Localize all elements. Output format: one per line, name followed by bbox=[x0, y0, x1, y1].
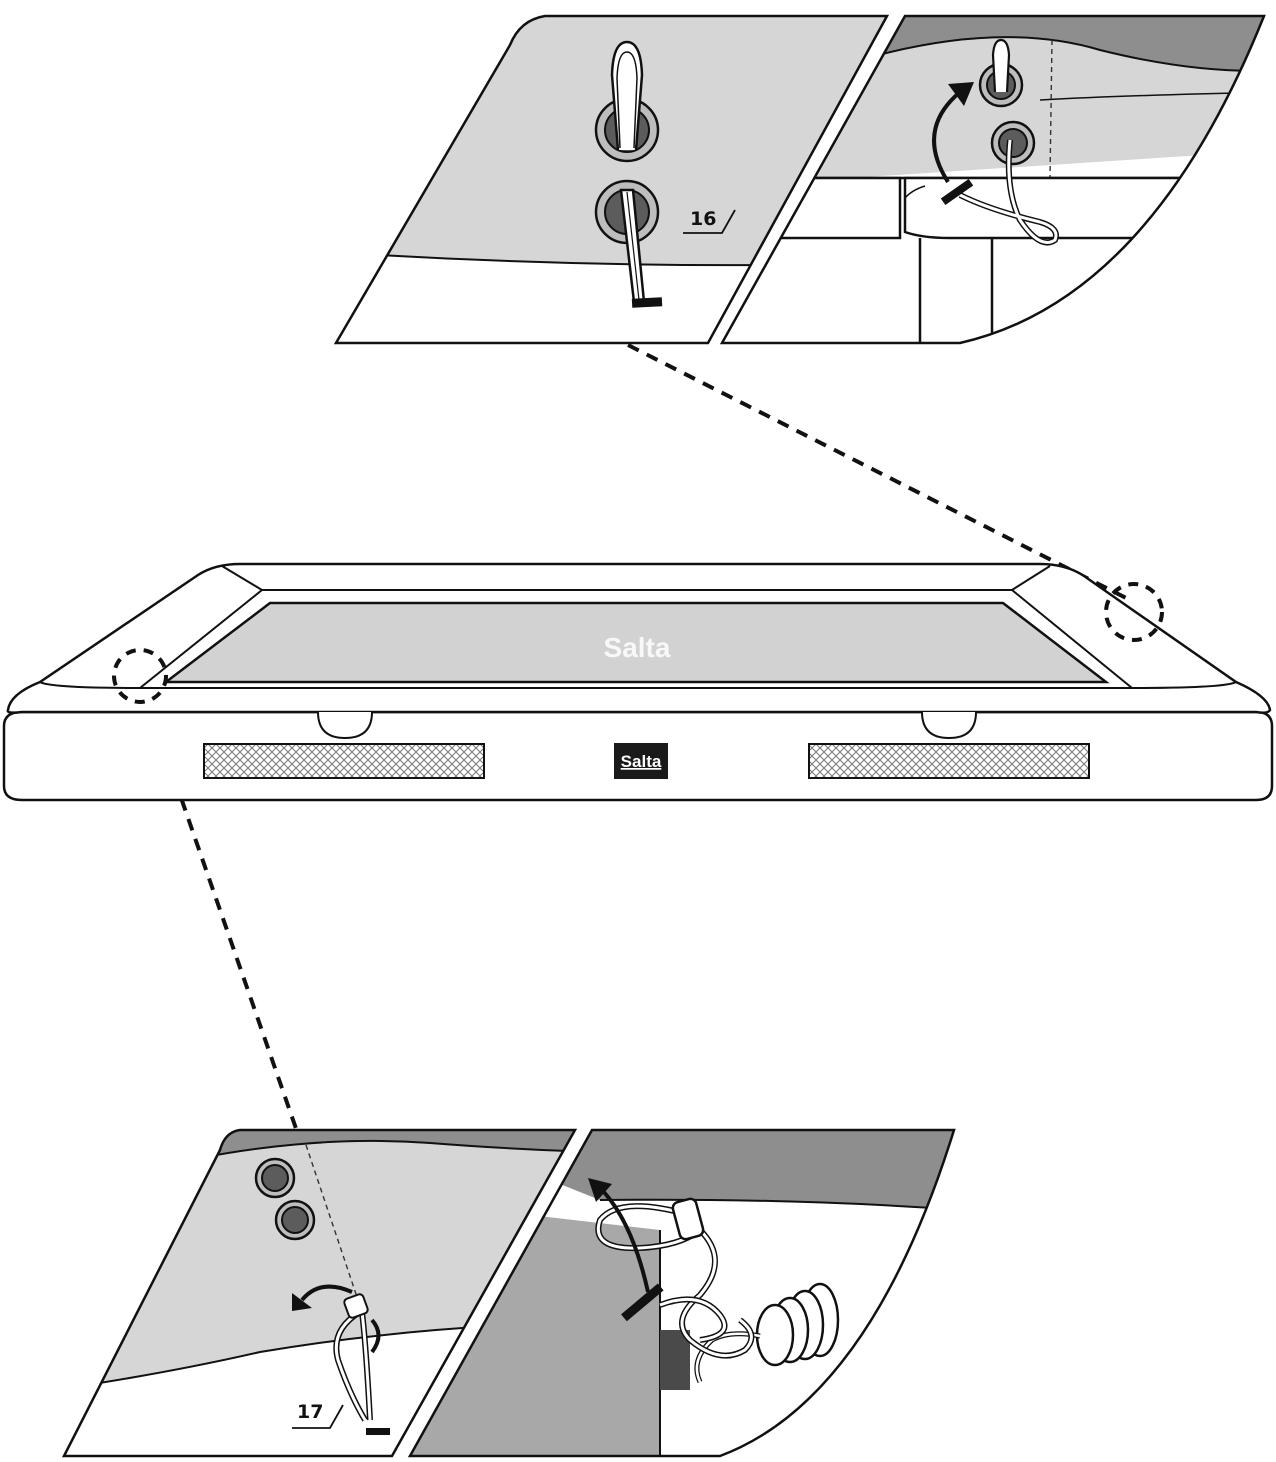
side-mesh-left bbox=[203, 743, 485, 779]
detail-marker-left bbox=[112, 648, 168, 704]
bungee-loop-upper bbox=[610, 40, 644, 151]
callout-16: 16 bbox=[683, 208, 736, 234]
side-mesh-right bbox=[808, 743, 1090, 779]
spring-icon bbox=[694, 1282, 840, 1384]
trampoline-body: Salta Salta bbox=[2, 562, 1274, 802]
mat-logo: Salta bbox=[604, 632, 671, 663]
grommet-lower-right bbox=[990, 120, 1036, 166]
bungee-cord-threaded bbox=[940, 139, 1059, 246]
arrow-left-icon bbox=[292, 1284, 353, 1311]
grommet-upper-right bbox=[978, 38, 1024, 108]
bungee-loop-bottom-right bbox=[595, 1197, 755, 1359]
detail-marker-right bbox=[1104, 582, 1164, 642]
jumping-mat bbox=[162, 601, 1110, 684]
arrow-up-icon bbox=[932, 82, 974, 184]
bungee-cord-hanging bbox=[619, 188, 663, 308]
side-badge bbox=[614, 743, 668, 779]
side-badge-text: Salta bbox=[621, 752, 662, 771]
arrow-up-left-icon bbox=[588, 1178, 650, 1293]
grommet-bl-lower bbox=[281, 1206, 309, 1234]
bungee-loop-bottom-left bbox=[333, 1293, 390, 1435]
grommet-bl-upper bbox=[261, 1164, 289, 1192]
detail-panel-top-left: 16 bbox=[333, 14, 890, 345]
leader-line-top bbox=[627, 343, 1131, 602]
leader-line-bottom bbox=[145, 699, 302, 1141]
callout-17-label: 17 bbox=[297, 1401, 323, 1423]
callout-16-label: 16 bbox=[690, 208, 716, 230]
callout-17: 17 bbox=[292, 1401, 344, 1429]
